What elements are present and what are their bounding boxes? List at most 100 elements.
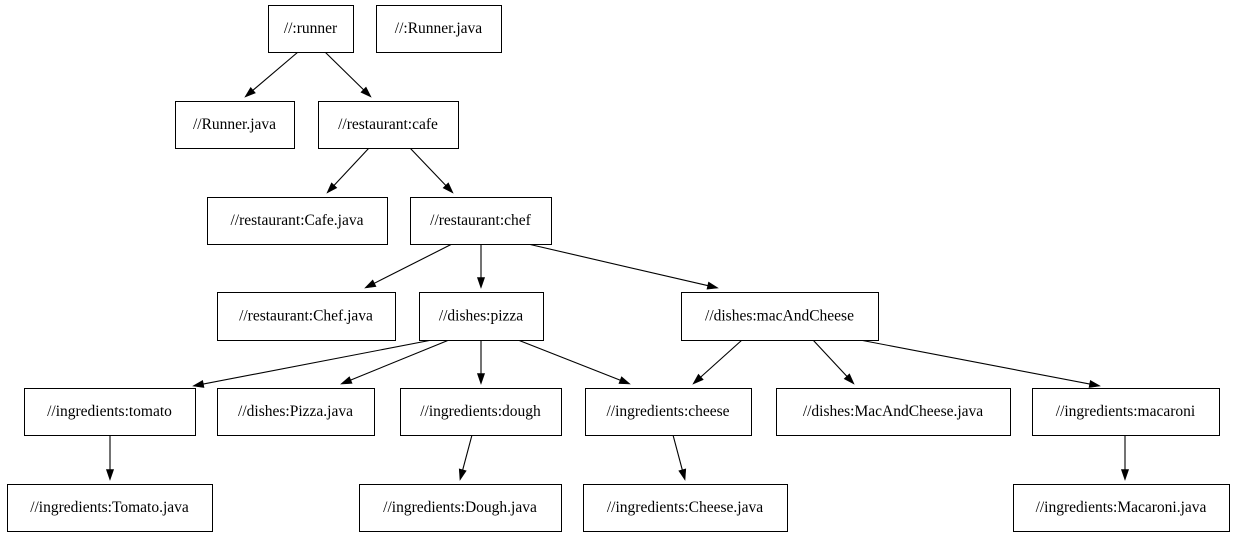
edge-line (324, 51, 365, 92)
edge-ing_dough-to-dough_java (458, 434, 473, 481)
edge-dishes_mac-to-mac_java (812, 339, 855, 385)
arrowhead-icon (476, 373, 486, 385)
node-box[interactable] (24, 388, 196, 436)
node-label: //ingredients:macaroni (1056, 403, 1196, 420)
node-dishes_pizza[interactable]: //dishes:pizza (419, 292, 544, 341)
node-ing_tomato[interactable]: //ingredients:tomato (24, 388, 196, 436)
edge-restaurant_cafe-to-cafe_java (326, 147, 370, 194)
edge-dishes_pizza-to-ing_dough (476, 340, 486, 385)
node-label: //:Runner.java (395, 20, 483, 37)
arrowhead-icon (364, 279, 377, 289)
node-macaroni_java[interactable]: //ingredients:Macaroni.java (1013, 484, 1230, 532)
node-restaurant_cafe[interactable]: //restaurant:cafe (318, 101, 459, 149)
edge-line (251, 51, 299, 92)
arrowhead-icon (340, 376, 353, 385)
edge-line (859, 339, 1092, 385)
node-cafe_java[interactable]: //restaurant:Cafe.java (207, 197, 388, 245)
node-label: //ingredients:Tomato.java (30, 499, 189, 516)
arrowhead-icon (706, 281, 719, 290)
edge-line (699, 339, 743, 379)
node-ing_cheese[interactable]: //ingredients:cheese (585, 388, 752, 436)
edge-line (527, 243, 710, 287)
arrowhead-icon (442, 182, 454, 194)
node-box[interactable] (776, 388, 1011, 436)
node-box[interactable] (217, 388, 375, 436)
edge-runner-to-restaurant_cafe (324, 51, 372, 98)
node-label: //ingredients:Cheese.java (607, 499, 763, 516)
arrowhead-icon (458, 468, 467, 481)
node-chef_java[interactable]: //restaurant:Chef.java (217, 292, 396, 341)
node-label: //ingredients:tomato (47, 403, 172, 420)
edge-dishes_mac-to-ing_macaroni (859, 339, 1101, 388)
edge-line (672, 434, 684, 472)
node-pizza_java[interactable]: //dishes:Pizza.java (217, 388, 375, 436)
node-label: //dishes:macAndCheese (705, 308, 854, 325)
node-box[interactable] (207, 197, 388, 245)
arrowhead-icon (476, 277, 486, 289)
edge-dishes_mac-to-ing_cheese (692, 339, 743, 385)
node-runner_java_root[interactable]: //:Runner.java (376, 5, 502, 53)
node-dishes_mac[interactable]: //dishes:macAndCheese (681, 292, 879, 341)
node-tomato_java[interactable]: //ingredients:Tomato.java (7, 484, 213, 532)
node-box[interactable] (681, 292, 879, 341)
node-box[interactable] (175, 101, 295, 149)
node-restaurant_chef[interactable]: //restaurant:chef (410, 197, 552, 245)
edge-restaurant_chef-to-dishes_pizza (476, 244, 486, 289)
node-label: //Runner.java (193, 116, 276, 133)
node-label: //restaurant:chef (430, 212, 532, 229)
node-box[interactable] (1032, 388, 1220, 436)
node-runner_java[interactable]: //Runner.java (175, 101, 295, 149)
node-box[interactable] (376, 5, 502, 53)
node-box[interactable] (583, 484, 788, 532)
node-label: //dishes:pizza (439, 308, 523, 325)
edge-runner-to-runner_java (244, 51, 299, 98)
node-cheese_java[interactable]: //ingredients:Cheese.java (583, 484, 788, 532)
node-box[interactable] (585, 388, 752, 436)
node-box[interactable] (359, 484, 562, 532)
node-label: //ingredients:cheese (606, 403, 729, 420)
node-label: //ingredients:Dough.java (383, 499, 537, 516)
edge-line (517, 339, 622, 382)
node-box[interactable] (318, 101, 459, 149)
node-runner[interactable]: //:runner (268, 5, 354, 53)
edge-line (812, 339, 849, 378)
edges-layer (105, 51, 1130, 481)
edge-restaurant_cafe-to-restaurant_chef (409, 147, 454, 194)
arrowhead-icon (1088, 380, 1101, 388)
node-label: //dishes:MacAndCheese.java (803, 403, 983, 420)
arrowhead-icon (192, 380, 205, 388)
node-ing_dough[interactable]: //ingredients:dough (400, 388, 562, 436)
node-box[interactable] (419, 292, 544, 341)
edge-line (201, 339, 433, 385)
edge-line (349, 339, 450, 382)
arrowhead-icon (360, 86, 372, 98)
arrowhead-icon (1120, 469, 1130, 481)
nodes-layer: //:runner //:Runner.java //Runner.java //re… (7, 5, 1230, 532)
node-ing_macaroni[interactable]: //ingredients:macaroni (1032, 388, 1220, 436)
node-label: //restaurant:cafe (338, 116, 438, 133)
node-box[interactable] (410, 197, 552, 245)
arrowhead-icon (244, 86, 256, 98)
node-mac_java[interactable]: //dishes:MacAndCheese.java (776, 388, 1011, 436)
arrowhead-icon (843, 373, 855, 385)
edge-ing_tomato-to-tomato_java (105, 435, 115, 481)
node-box[interactable] (217, 292, 396, 341)
arrowhead-icon (105, 469, 115, 481)
node-box[interactable] (7, 484, 213, 532)
node-box[interactable] (400, 388, 562, 436)
node-label: //restaurant:Cafe.java (231, 212, 364, 229)
edge-dishes_pizza-to-ing_cheese (517, 339, 631, 385)
arrowhead-icon (326, 182, 338, 194)
edge-dishes_pizza-to-ing_tomato (192, 339, 433, 388)
edge-line (332, 147, 370, 187)
node-box[interactable] (1013, 484, 1230, 532)
node-label: //dishes:Pizza.java (238, 403, 353, 420)
edge-line (409, 147, 448, 187)
arrowhead-icon (678, 468, 687, 481)
node-label: //ingredients:dough (420, 403, 541, 420)
node-box[interactable] (268, 5, 354, 53)
node-dough_java[interactable]: //ingredients:Dough.java (359, 484, 562, 532)
edge-dishes_pizza-to-pizza_java (340, 339, 450, 385)
